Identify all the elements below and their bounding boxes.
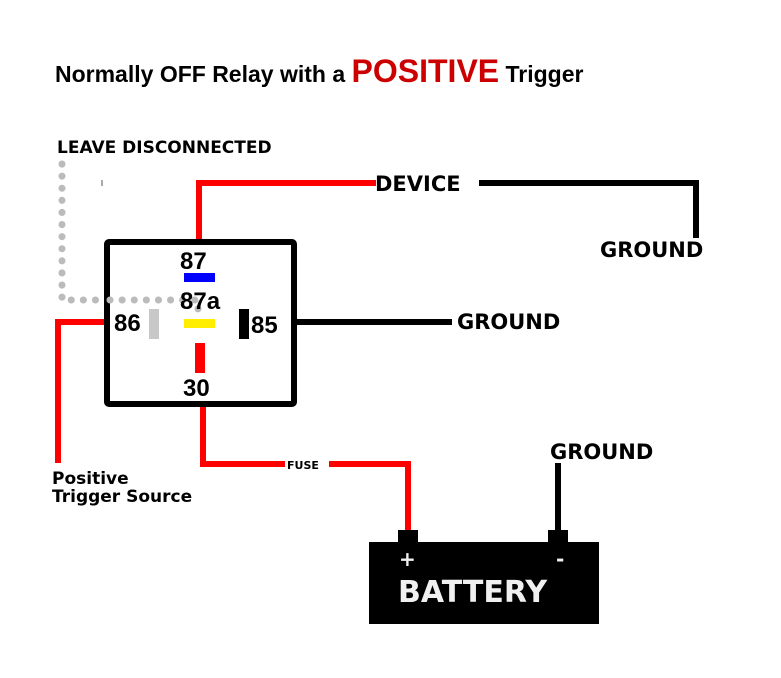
fuse-label: FUSE bbox=[287, 459, 319, 472]
wire-87a-inner bbox=[106, 296, 202, 324]
pin-87-label: 87 bbox=[180, 248, 207, 275]
battery-positive-post bbox=[398, 530, 418, 544]
device-ground-label: GROUND bbox=[600, 238, 703, 262]
device-label: DEVICE bbox=[375, 172, 461, 196]
battery-negative-symbol: - bbox=[556, 547, 564, 571]
battery-body bbox=[369, 542, 599, 624]
pin-87-terminal bbox=[184, 273, 215, 282]
pin-30-label: 30 bbox=[183, 375, 210, 402]
wire-30-to-fuse bbox=[200, 407, 285, 467]
battery-label: BATTERY bbox=[398, 575, 548, 610]
wire-86-to-trigger bbox=[55, 319, 104, 463]
wire-fuse-to-battery bbox=[329, 461, 411, 532]
trigger-label-line2: Trigger Source bbox=[52, 487, 192, 507]
pin-85-terminal bbox=[239, 309, 249, 339]
pin-85-label: 85 bbox=[251, 312, 278, 339]
pin-87a-terminal bbox=[184, 319, 215, 328]
wire-87-to-device bbox=[196, 180, 376, 241]
pin-86-terminal bbox=[149, 309, 159, 339]
pin-86-label: 86 bbox=[114, 310, 141, 337]
pin-30-terminal bbox=[195, 343, 205, 373]
pin85-ground-label: GROUND bbox=[457, 310, 560, 334]
pin-87a-label: 87a bbox=[180, 288, 221, 315]
battery-ground-label: GROUND bbox=[550, 440, 653, 464]
battery-negative-post bbox=[548, 530, 568, 544]
wire-device-to-ground bbox=[479, 180, 699, 238]
title-emphasis: POSITIVE bbox=[352, 53, 500, 89]
diagram-title: Normally OFF Relay with a POSITIVE Trigg… bbox=[55, 53, 584, 89]
battery-positive-symbol: + bbox=[399, 547, 416, 571]
leave-disconnected-label: LEAVE DISCONNECTED bbox=[57, 138, 272, 158]
trigger-label-line1: Positive bbox=[52, 469, 129, 489]
